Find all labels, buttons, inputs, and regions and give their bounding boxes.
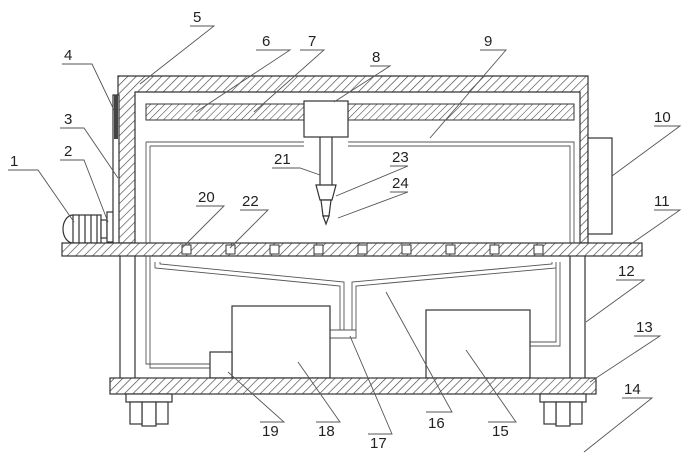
right-wheel <box>540 394 586 426</box>
label-3: 3 <box>64 111 72 128</box>
label-16: 16 <box>428 415 445 432</box>
housing-wall <box>118 76 588 243</box>
base-plate <box>110 378 596 394</box>
work-table <box>62 243 642 256</box>
label-10: 10 <box>654 109 671 126</box>
lead-screw <box>146 104 574 120</box>
label-20: 20 <box>198 189 215 206</box>
label-11: 11 <box>654 193 670 210</box>
label-14: 14 <box>624 381 641 398</box>
slider-block <box>304 101 348 137</box>
label-22: 22 <box>242 193 259 210</box>
label-19: 19 <box>262 423 279 440</box>
label-21: 21 <box>274 151 291 168</box>
side-box <box>588 138 612 234</box>
label-18: 18 <box>318 423 335 440</box>
label-23: 23 <box>392 149 409 166</box>
label-12: 12 <box>618 263 635 280</box>
label-2: 2 <box>64 143 72 160</box>
label-9: 9 <box>484 33 492 50</box>
nozzle-assembly <box>316 137 336 224</box>
handle-bar <box>114 95 118 139</box>
left-tank <box>232 306 330 378</box>
label-17: 17 <box>370 435 387 452</box>
label-13: 13 <box>636 319 653 336</box>
left-wheel <box>126 394 172 426</box>
pipe-mid <box>330 330 356 338</box>
label-6: 6 <box>262 33 270 50</box>
label-15: 15 <box>492 423 509 440</box>
pipe-right <box>530 262 560 346</box>
label-7: 7 <box>308 33 316 50</box>
label-4: 4 <box>64 47 72 64</box>
label-1: 1 <box>10 153 18 170</box>
label-8: 8 <box>372 49 380 66</box>
label-24: 24 <box>392 175 409 192</box>
label-5: 5 <box>193 9 201 26</box>
pump <box>210 352 232 378</box>
